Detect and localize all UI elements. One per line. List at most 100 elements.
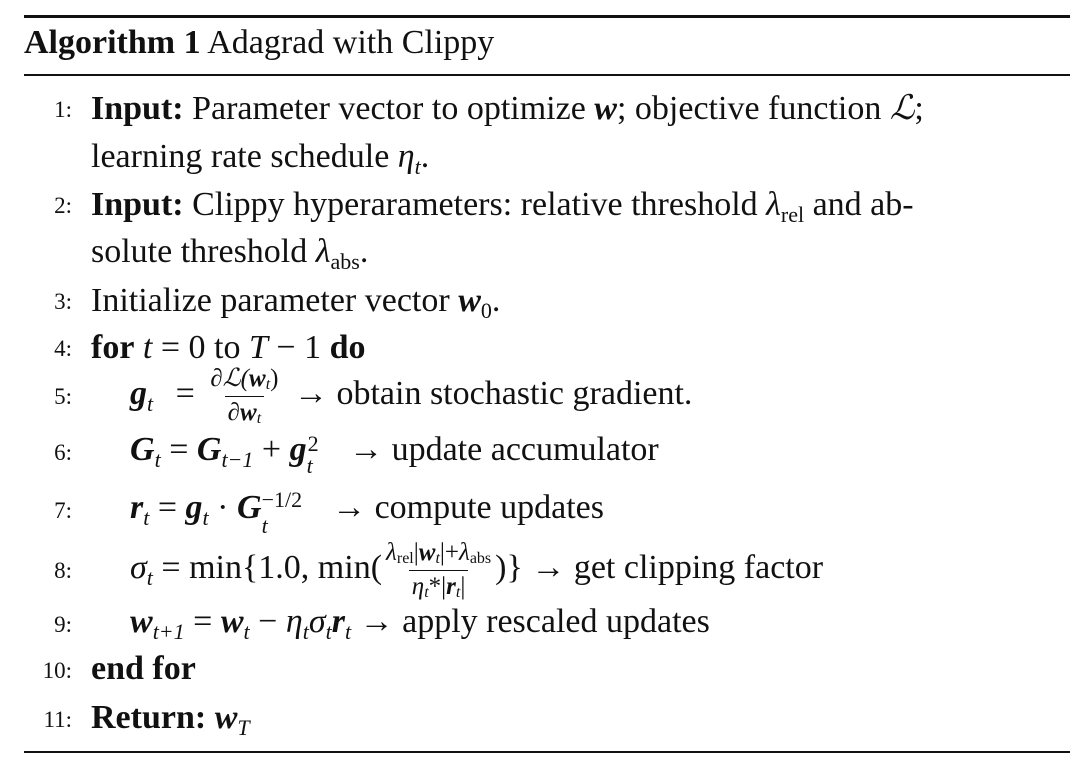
arrow: → — [332, 489, 367, 526]
math-var: ℒ — [889, 90, 915, 127]
math-var: t — [142, 329, 153, 366]
math-subscript: 0 — [480, 298, 492, 323]
caption-rule — [24, 74, 1070, 76]
step-5: gt = ∂ℒ(wt) ∂wt → obtain stochastic grad… — [130, 362, 692, 427]
arrow: → — [349, 431, 384, 468]
plus-sign: + — [261, 431, 282, 468]
step-comment: get clipping factor — [573, 549, 824, 586]
step-4: for t = 0 to T − 1 do — [91, 326, 366, 370]
math-var: w — [214, 699, 238, 736]
step-text: . — [359, 233, 369, 270]
clipping-fraction: λrel|wt|+λabs ηt*|rt| — [383, 540, 494, 601]
arrow: → — [531, 549, 566, 586]
math-var: T — [249, 329, 268, 366]
equals-sign: = — [175, 375, 195, 412]
arrow: → — [293, 375, 328, 412]
math-subscript: t−1 — [221, 447, 254, 472]
equals-sign: = — [161, 549, 181, 586]
fraction-numerator: ∂ℒ(wt) — [210, 364, 279, 393]
step-2: Input: Clippy hyperarameters: relative t… — [91, 183, 914, 227]
math-subscript: t — [414, 154, 421, 179]
math-var: r — [331, 603, 345, 640]
line-number: 8: — [54, 558, 72, 583]
math-var: w — [594, 90, 617, 127]
math-var: η — [397, 138, 415, 175]
math-subscript: t — [325, 619, 332, 644]
line-number: 4: — [54, 336, 72, 361]
equals-sign: = — [193, 603, 213, 640]
math-expression: = 0 to — [160, 329, 241, 366]
line-number: 7: — [54, 498, 72, 523]
line-number: 1: — [54, 97, 72, 122]
math-subscript: t+1 — [152, 619, 185, 644]
math-var: g — [289, 431, 307, 468]
input-keyword: Input: — [91, 186, 184, 223]
dot-operator: · — [217, 489, 229, 526]
math-subscript: t — [143, 505, 150, 530]
math-var: G — [237, 489, 262, 526]
top-rule — [24, 15, 1070, 18]
math-var: σ — [130, 549, 147, 586]
line-number: 11: — [43, 707, 72, 732]
math-subscript: t — [302, 619, 309, 644]
line-number: 10: — [42, 658, 72, 683]
math-superscript: 2 — [307, 431, 319, 456]
equals-sign: = — [157, 489, 178, 526]
arrow: → — [359, 603, 394, 640]
step-1: Input: Parameter vector to optimize w; o… — [91, 87, 924, 131]
line-number: 3: — [54, 289, 72, 314]
math-var: w — [220, 603, 244, 640]
math-subscript: t — [243, 619, 250, 644]
math-subscript: rel — [780, 202, 805, 227]
step-comment: obtain stochastic gradient. — [336, 375, 693, 412]
step-9: wt+1 = wt − ηtσtrt → apply rescaled upda… — [130, 600, 710, 644]
math-subscript: t — [154, 447, 161, 472]
step-8: σt = min{1.0, min( λrel|wt|+λabs ηt*|rt|… — [130, 536, 823, 601]
math-subscript: t — [202, 505, 209, 530]
step-1-continued: learning rate schedule ηt. — [91, 135, 429, 179]
gradient-fraction: ∂ℒ(wt) ∂wt — [207, 366, 281, 427]
math-var: w — [458, 282, 481, 319]
math-var: σ — [308, 603, 326, 640]
step-text: solute threshold — [91, 233, 308, 270]
return-keyword: Return: — [91, 699, 207, 736]
math-subscript: t — [261, 513, 268, 538]
math-var: r — [130, 489, 144, 526]
for-keyword: for — [91, 329, 135, 366]
line-number: 9: — [54, 612, 72, 637]
input-keyword: Input: — [91, 90, 184, 127]
math-subscript: t — [306, 453, 313, 478]
math-expression: − 1 — [276, 329, 322, 366]
algorithm-caption: Algorithm 1 Adagrad with Clippy — [24, 23, 494, 63]
step-11: Return: wT — [91, 696, 250, 740]
math-var: g — [130, 375, 147, 412]
step-text: . — [491, 282, 501, 319]
math-var: g — [185, 489, 203, 526]
math-subscript: t — [147, 391, 154, 416]
step-comment: compute updates — [374, 489, 604, 526]
math-subscript: abs — [330, 249, 360, 274]
step-text: ; objective function — [616, 90, 882, 127]
step-text: and ab- — [812, 186, 914, 223]
math-var: λ — [766, 186, 781, 223]
math-subscript: t — [344, 619, 352, 644]
line-number: 2: — [54, 193, 72, 218]
step-comment: apply rescaled updates — [402, 603, 710, 640]
step-text: Initialize parameter vector — [91, 282, 450, 319]
fraction-denominator: ∂wt — [224, 395, 265, 427]
algorithm-name: Adagrad with Clippy — [207, 24, 495, 61]
step-text: ; — [914, 90, 924, 127]
step-2-continued: solute threshold λabs. — [91, 230, 368, 274]
fraction-denominator: ηt*|rt| — [408, 569, 469, 601]
algorithm-label: Algorithm 1 — [24, 24, 201, 61]
math-var: λ — [315, 233, 331, 270]
math-superscript: −1/2 — [261, 487, 303, 512]
line-number: 6: — [54, 440, 72, 465]
line-number: 5: — [54, 384, 72, 409]
math-var: w — [130, 603, 153, 640]
do-keyword: do — [329, 329, 366, 366]
